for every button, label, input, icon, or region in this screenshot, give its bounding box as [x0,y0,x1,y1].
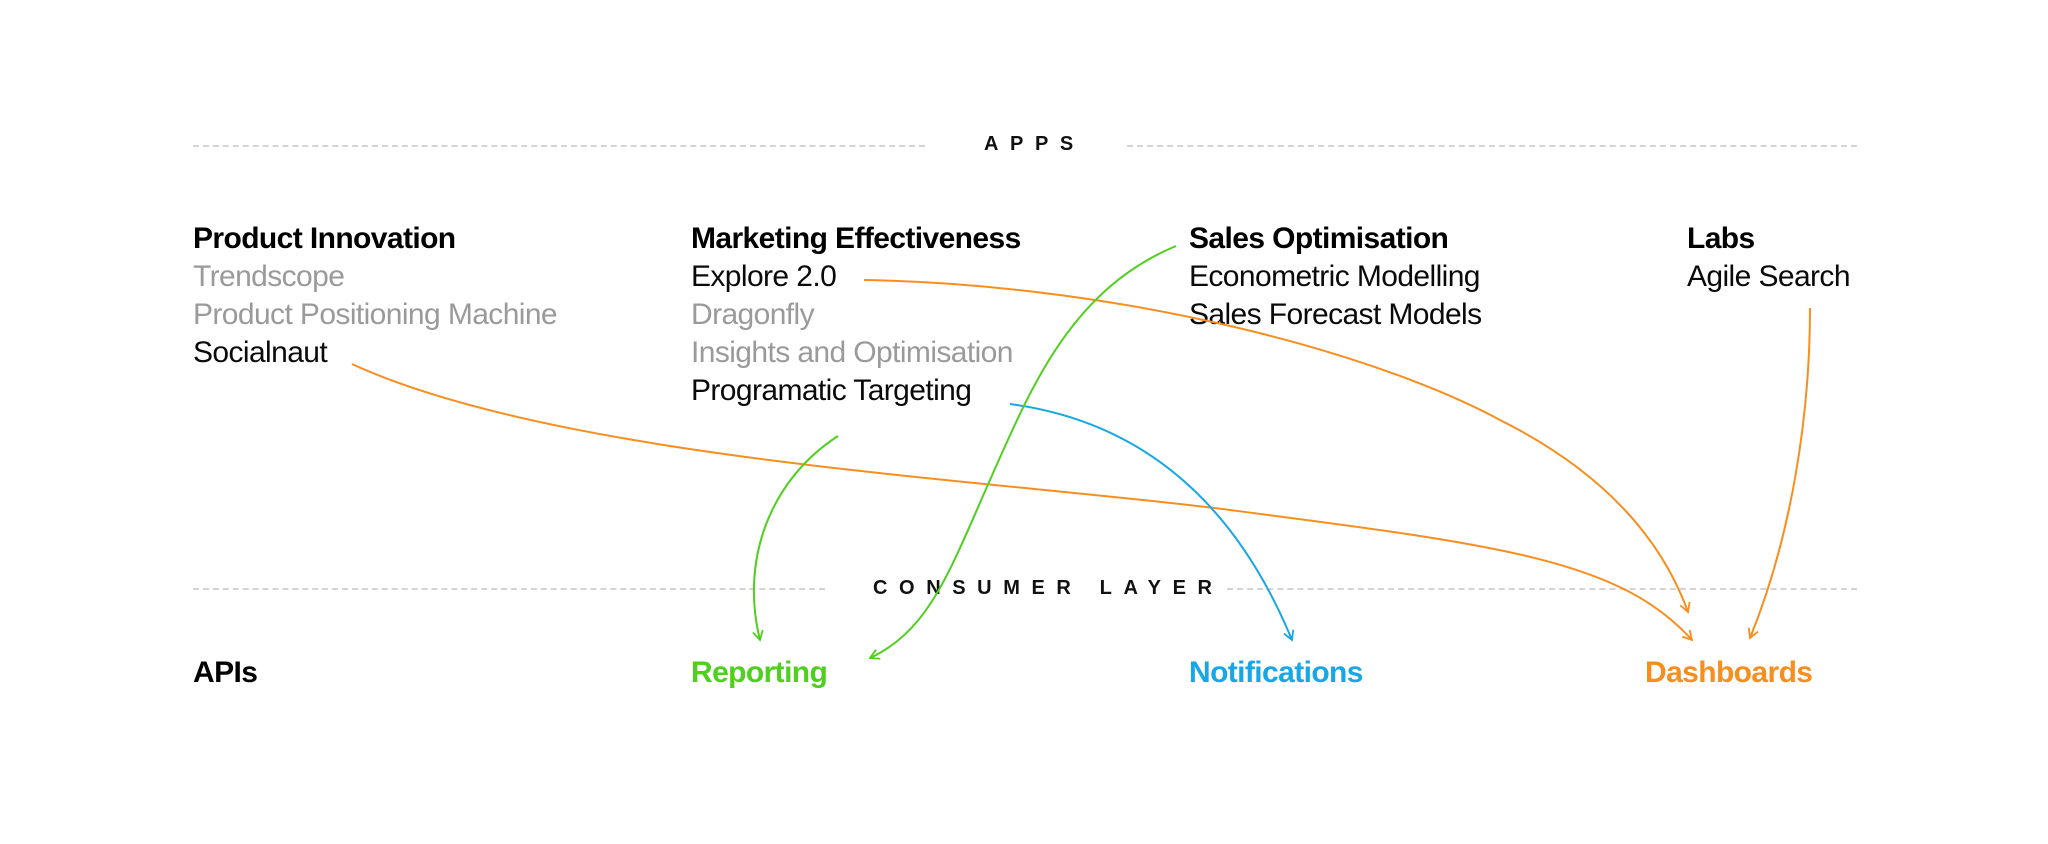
consumer-notifications: Notifications [1189,656,1363,689]
app-item-agile-search: Agile Search [1687,260,1851,293]
app-group-title: Labs [1687,222,1755,255]
app-column-marketing-effectiveness: Marketing Effectiveness Explore 2.0 Drag… [691,220,1021,410]
consumer-divider-right [1227,588,1857,590]
apps-divider-left [193,145,925,147]
apps-section-label: APPS [984,133,1085,155]
app-item-trendscope: Trendscope [193,260,345,293]
consumer-reporting: Reporting [691,656,828,689]
app-item-dragonfly: Dragonfly [691,298,815,331]
app-item-programatic-targeting: Programatic Targeting [691,374,972,407]
app-column-sales-optimisation: Sales Optimisation Econometric Modelling… [1189,220,1482,334]
app-group-title: Product Innovation [193,222,456,255]
app-item-explore: Explore 2.0 [691,260,837,293]
app-column-product-innovation: Product Innovation Trendscope Product Po… [193,220,558,372]
app-item-insights-and-optimisation: Insights and Optimisation [691,336,1013,369]
app-item-product-positioning-machine: Product Positioning Machine [193,298,558,331]
app-group-title: Sales Optimisation [1189,222,1449,255]
app-column-labs: Labs Agile Search [1687,220,1851,296]
consumer-section-label: CONSUMER LAYER [873,577,1224,599]
app-item-sales-forecast-models: Sales Forecast Models [1189,298,1482,331]
app-group-title: Marketing Effectiveness [691,222,1021,255]
app-item-socialnaut: Socialnaut [193,336,328,369]
consumer-dashboards: Dashboards [1645,656,1813,689]
consumer-divider-left [193,588,825,590]
apps-divider-right [1127,145,1857,147]
consumer-apis: APIs [193,656,258,689]
connection-programatic-targeting-to-notifications [1009,403,1295,642]
connection-programatic-targeting-to-reporting [752,435,839,642]
app-item-econometric-modelling: Econometric Modelling [1189,260,1480,293]
